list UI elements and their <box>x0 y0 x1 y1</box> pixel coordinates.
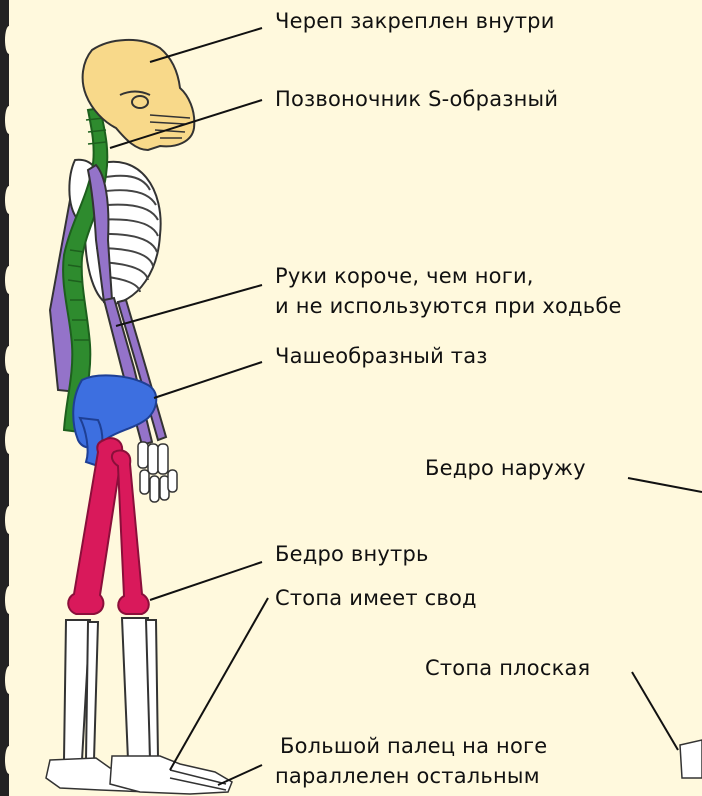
lower-legs <box>64 618 158 760</box>
pointer-femur-out <box>628 478 702 492</box>
pointer-foot-flat <box>632 672 678 750</box>
pointer-pelvis <box>154 362 262 398</box>
label-femur-in: Бедро внутрь <box>275 541 429 568</box>
feet <box>46 756 232 794</box>
label-arms-line1: Руки короче, чем ноги, <box>275 263 534 290</box>
pointer-lines <box>110 28 702 785</box>
second-skeleton-foot-fragment <box>680 740 702 778</box>
label-arms-line2: и не используются при ходьбе <box>275 293 622 320</box>
hand <box>138 442 177 502</box>
foot-front <box>110 756 232 794</box>
pointer-femur-in <box>150 562 262 600</box>
left-border-decoration <box>0 0 13 796</box>
femur-back <box>68 438 122 614</box>
pointer-foot-arch <box>170 598 268 770</box>
label-femur-out: Бедро наружу <box>425 455 586 482</box>
label-big-toe-line1: Большой палец на ноге <box>280 733 547 760</box>
label-big-toe-line2: параллелен остальным <box>275 763 540 790</box>
label-foot-flat: Стопа плоская <box>425 655 590 682</box>
pointer-skull <box>150 28 262 62</box>
label-skull: Череп закреплен внутри <box>275 8 555 35</box>
pointer-big-toe <box>218 765 262 785</box>
label-foot-arch: Стопа имеет свод <box>275 585 477 612</box>
femurs <box>68 438 149 614</box>
label-spine: Позвоночник S-образный <box>275 86 558 113</box>
label-pelvis: Чашеобразный таз <box>275 343 488 370</box>
